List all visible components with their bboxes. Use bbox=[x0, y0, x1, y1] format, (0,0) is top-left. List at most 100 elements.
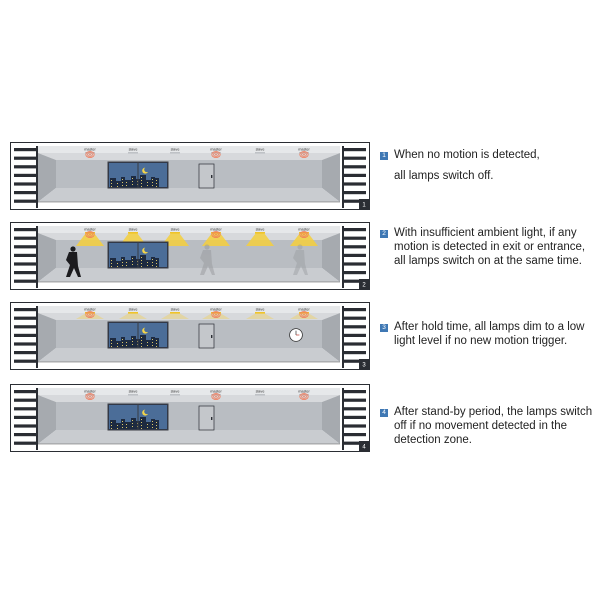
ghost-person bbox=[200, 244, 215, 275]
sensor-label: slave bbox=[256, 228, 265, 232]
night-window bbox=[107, 161, 169, 189]
sensor-label: master bbox=[210, 148, 222, 152]
lamp bbox=[170, 232, 180, 234]
motion-sensor-icon bbox=[299, 231, 309, 238]
light-beam bbox=[246, 233, 274, 246]
step-description-line: motion is detected in exit or entrance, bbox=[380, 240, 595, 254]
motion-sensor-icon bbox=[211, 311, 221, 318]
lamp bbox=[255, 232, 265, 234]
motion-sensor-icon bbox=[299, 393, 309, 400]
exit-door bbox=[198, 405, 215, 431]
ceiling-slope bbox=[38, 395, 340, 402]
ghost-person bbox=[293, 244, 308, 275]
left-wall bbox=[38, 233, 56, 282]
right-wall bbox=[322, 153, 340, 202]
lamp bbox=[170, 152, 180, 154]
panel-number: 2 bbox=[362, 283, 366, 289]
lamp bbox=[170, 394, 180, 396]
lamp bbox=[128, 312, 138, 314]
sensor-label: master bbox=[84, 228, 96, 232]
step-description-line: detection zone. bbox=[380, 433, 595, 447]
step-number-badge: 4 bbox=[380, 409, 388, 417]
step-text: detection zone. bbox=[394, 434, 473, 446]
exit-door bbox=[198, 323, 215, 349]
step-text: After hold time, all lamps dim to a low bbox=[394, 321, 585, 333]
motion-sensor-icon bbox=[211, 151, 221, 158]
sensor-label: master bbox=[84, 308, 96, 312]
right-wall bbox=[322, 395, 340, 444]
night-window bbox=[107, 241, 169, 269]
motion-sensor-icon bbox=[85, 231, 95, 238]
step-text: off if no movement detected in the bbox=[394, 420, 568, 432]
step-4-description: 4 After stand-by period, the lamps switch… bbox=[380, 405, 595, 447]
sensor-label: master bbox=[84, 148, 96, 152]
left-stairs bbox=[14, 306, 38, 368]
light-beam bbox=[290, 233, 318, 246]
lamp bbox=[255, 394, 265, 396]
left-stairs bbox=[14, 388, 38, 450]
sensor-label: master bbox=[210, 390, 222, 394]
sensor-label: slave bbox=[256, 148, 265, 152]
right-wall bbox=[322, 233, 340, 282]
ceiling bbox=[38, 388, 340, 395]
ceiling-slope bbox=[38, 153, 340, 160]
night-window bbox=[107, 321, 169, 349]
floor bbox=[38, 268, 340, 282]
motion-sensor-icon bbox=[299, 311, 309, 318]
sensor-label: slave bbox=[171, 148, 180, 152]
step-text: all lamps switch off. bbox=[394, 170, 494, 182]
sensor-label: slave bbox=[256, 308, 265, 312]
sensor-label: master bbox=[84, 390, 96, 394]
walking-person bbox=[66, 246, 81, 277]
right-stairs bbox=[342, 146, 366, 208]
right-stairs bbox=[342, 388, 366, 450]
clock-icon bbox=[289, 328, 303, 342]
panel-number-badge bbox=[359, 199, 369, 209]
motion-sensor-icon bbox=[211, 231, 221, 238]
step-description-line: off if no movement detected in the bbox=[380, 419, 595, 433]
sensor-label: master bbox=[210, 308, 222, 312]
step-description-line: 4 After stand-by period, the lamps switch bbox=[380, 405, 595, 419]
motion-sensor-icon bbox=[85, 151, 95, 158]
panel-number: 3 bbox=[362, 363, 366, 369]
light-beam bbox=[119, 313, 147, 319]
light-beam bbox=[246, 313, 274, 319]
motion-sensor-icon bbox=[211, 393, 221, 400]
back-wall bbox=[56, 160, 322, 188]
light-beam bbox=[76, 233, 104, 246]
floor bbox=[38, 430, 340, 444]
left-wall bbox=[38, 153, 56, 202]
sensor-label: slave bbox=[171, 308, 180, 312]
step-text: With insufficient ambient light, if any bbox=[394, 227, 577, 239]
sensor-label: slave bbox=[129, 308, 138, 312]
sensor-label: master bbox=[298, 228, 310, 232]
step-2-description: 2 With insufficient ambient light, if any… bbox=[380, 226, 595, 268]
step-number-badge: 2 bbox=[380, 230, 388, 238]
right-wall bbox=[322, 313, 340, 362]
left-stairs bbox=[14, 226, 38, 288]
lamp bbox=[255, 152, 265, 154]
left-wall bbox=[38, 313, 56, 362]
left-wall bbox=[38, 395, 56, 444]
step-text: After stand-by period, the lamps switch bbox=[394, 406, 593, 418]
sensor-label: slave bbox=[171, 228, 180, 232]
step-text: all lamps switch on at the same time. bbox=[394, 255, 582, 267]
panel-number: 4 bbox=[362, 445, 366, 451]
panel-number: 1 bbox=[362, 203, 366, 209]
step-text: motion is detected in exit or entrance, bbox=[394, 241, 586, 253]
lamp bbox=[170, 312, 180, 314]
lamp bbox=[128, 152, 138, 154]
step-number-badge: 1 bbox=[380, 152, 388, 160]
step-description-line: 2 With insufficient ambient light, if any bbox=[380, 226, 595, 240]
sensor-label: master bbox=[210, 228, 222, 232]
exit-door bbox=[198, 163, 215, 189]
panel-number-badge bbox=[359, 279, 369, 289]
back-wall bbox=[56, 402, 322, 430]
step-description-line: all lamps switch on at the same time. bbox=[380, 254, 595, 268]
floor bbox=[38, 348, 340, 362]
night-window bbox=[107, 403, 169, 431]
